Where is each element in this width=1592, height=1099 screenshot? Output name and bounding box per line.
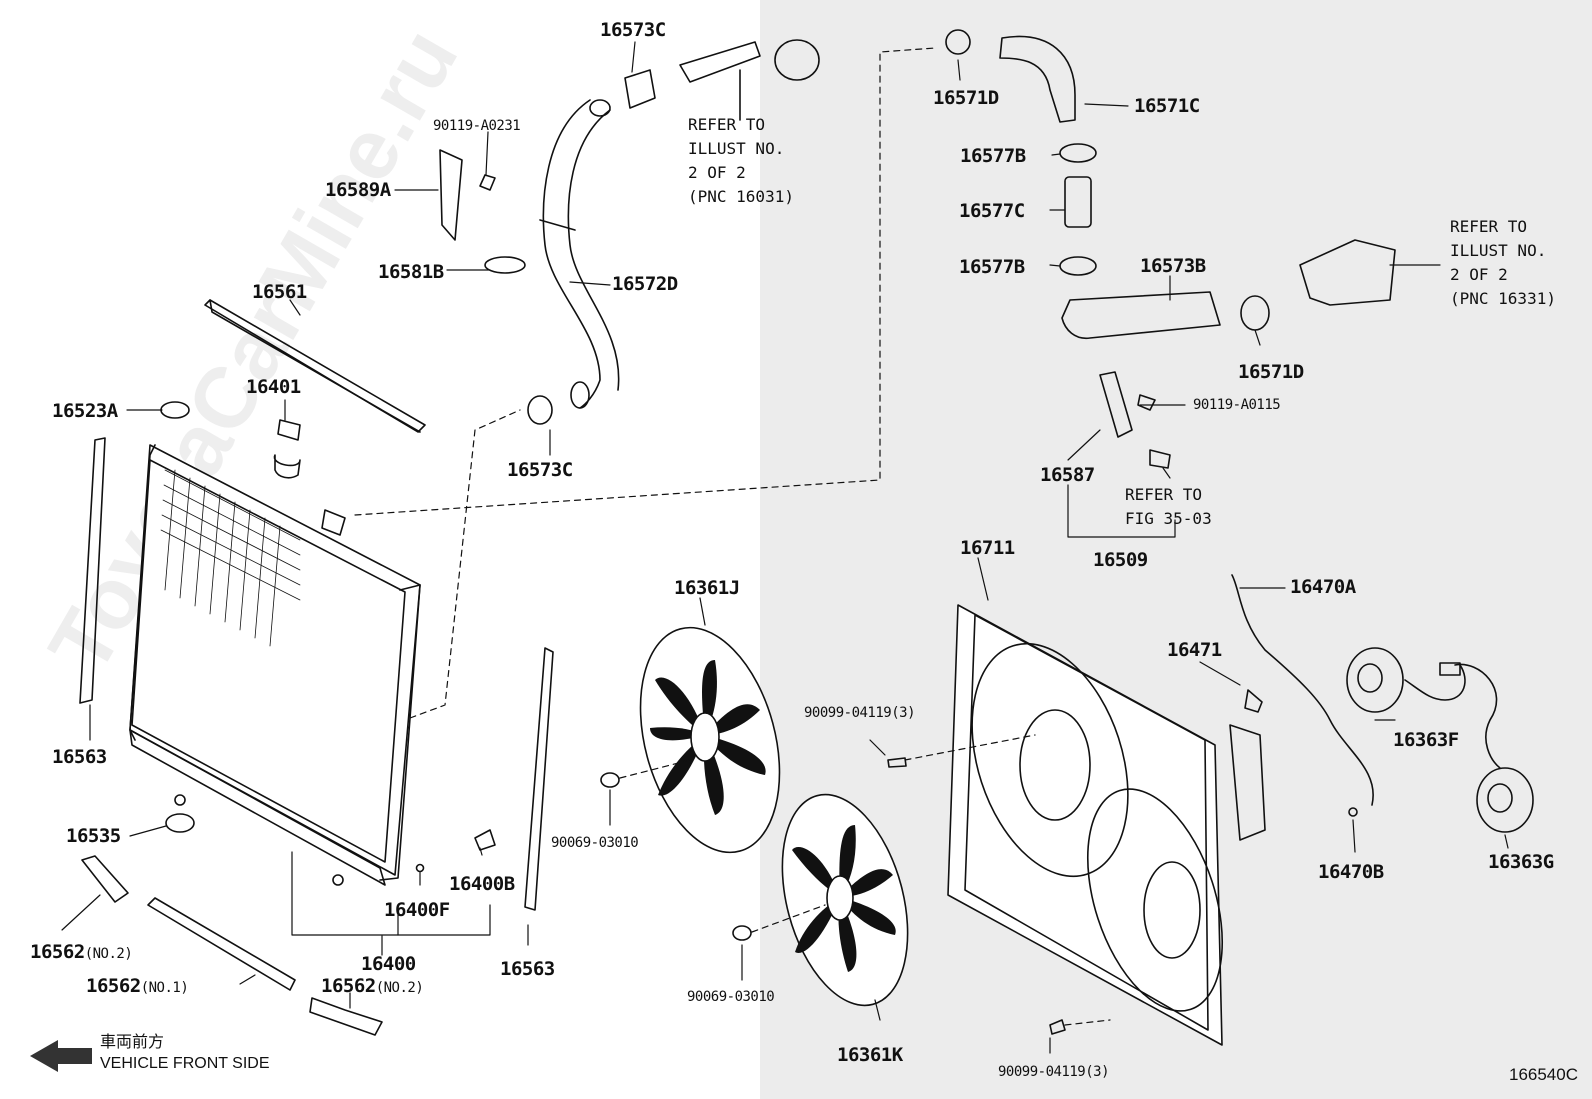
label-90069-03010-b: 90069-03010 bbox=[687, 989, 775, 1005]
label-90119-a0231: 90119-A0231 bbox=[433, 118, 521, 134]
label-16577c: 16577C bbox=[959, 200, 1025, 222]
label-16563-right: 16563 bbox=[500, 958, 555, 980]
vehicle-front-side-note: 車両前方 VEHICLE FRONT SIDE bbox=[100, 1032, 270, 1074]
qualifier: (NO.1) bbox=[140, 980, 189, 996]
label-16400f: 16400F bbox=[384, 899, 450, 921]
label-90119-a0115: 90119-A0115 bbox=[1193, 397, 1281, 413]
leader-lines bbox=[61, 41, 1509, 1054]
label-16711: 16711 bbox=[960, 537, 1015, 559]
qualifier: (NO.2) bbox=[375, 980, 424, 996]
label-16561: 16561 bbox=[252, 281, 307, 303]
label-16470b: 16470B bbox=[1318, 861, 1384, 883]
note-refer-fig-35-03: REFER TO FIG 35-03 bbox=[1125, 485, 1212, 528]
fan-16361j-drawing bbox=[639, 626, 781, 854]
label-16562-no2-right: 16562(NO.2) bbox=[321, 975, 424, 998]
figure-number: 166540C bbox=[1508, 1065, 1578, 1084]
label-16509: 16509 bbox=[1093, 549, 1148, 571]
label-90069-03010-a: 90069-03010 bbox=[551, 835, 639, 851]
part-number: 16562 bbox=[30, 941, 85, 963]
label-16563-left: 16563 bbox=[52, 746, 107, 768]
upper-hose-drawing bbox=[527, 39, 820, 425]
label-16587: 16587 bbox=[1040, 464, 1095, 486]
label-16361k: 16361K bbox=[837, 1044, 903, 1066]
label-16571d-mid: 16571D bbox=[1238, 361, 1304, 383]
seal-bars-drawing bbox=[79, 299, 554, 1036]
part-number: 16562 bbox=[321, 975, 376, 997]
label-16562-no1: 16562(NO.1) bbox=[86, 975, 189, 998]
note-refer-pnc-16331: REFER TO ILLUST NO. 2 OF 2 (PNC 16331) bbox=[1450, 217, 1556, 308]
radiator-drawing bbox=[129, 444, 421, 886]
label-16577b-bottom: 16577B bbox=[959, 256, 1025, 278]
front-label-en: VEHICLE FRONT SIDE bbox=[100, 1055, 270, 1072]
label-16401: 16401 bbox=[246, 376, 301, 398]
label-16573b: 16573B bbox=[1140, 255, 1206, 277]
connection-lines bbox=[354, 47, 1111, 1026]
label-16573c-mid: 16573C bbox=[507, 459, 573, 481]
label-16562-no2-left: 16562(NO.2) bbox=[30, 941, 133, 964]
note-refer-pnc-16031: REFER TO ILLUST NO. 2 OF 2 (PNC 16031) bbox=[688, 115, 794, 206]
front-arrow-icon bbox=[30, 1040, 92, 1072]
reservoir-hose-drawing bbox=[1231, 574, 1374, 817]
label-16571c: 16571C bbox=[1134, 95, 1200, 117]
fan-motors-drawing bbox=[1346, 647, 1534, 833]
label-16589a: 16589A bbox=[325, 179, 391, 201]
label-16573c-top: 16573C bbox=[600, 19, 666, 41]
label-16470a: 16470A bbox=[1290, 576, 1356, 598]
fan-16361k-drawing bbox=[781, 793, 909, 1007]
fasteners-drawing bbox=[600, 757, 1066, 1035]
label-90099-04119-b: 90099-04119(3) bbox=[998, 1064, 1110, 1080]
label-16581b: 16581B bbox=[378, 261, 444, 283]
label-16471: 16471 bbox=[1167, 639, 1222, 661]
label-16571d-top: 16571D bbox=[933, 87, 999, 109]
label-16535: 16535 bbox=[66, 825, 121, 847]
label-16523a: 16523A bbox=[52, 400, 118, 422]
label-16363g: 16363G bbox=[1488, 851, 1554, 873]
part-number: 16562 bbox=[86, 975, 141, 997]
label-16363f: 16363F bbox=[1393, 729, 1459, 751]
label-16572d: 16572D bbox=[612, 273, 678, 295]
label-16577b-top: 16577B bbox=[960, 145, 1026, 167]
label-16361j: 16361J bbox=[674, 577, 740, 599]
label-90099-04119-a: 90099-04119(3) bbox=[804, 705, 916, 721]
label-16400b: 16400B bbox=[449, 873, 515, 895]
fan-shroud-drawing bbox=[947, 604, 1266, 1046]
qualifier: (NO.2) bbox=[84, 946, 133, 962]
label-16400: 16400 bbox=[361, 953, 416, 975]
front-label-jp: 車両前方 bbox=[100, 1034, 165, 1051]
